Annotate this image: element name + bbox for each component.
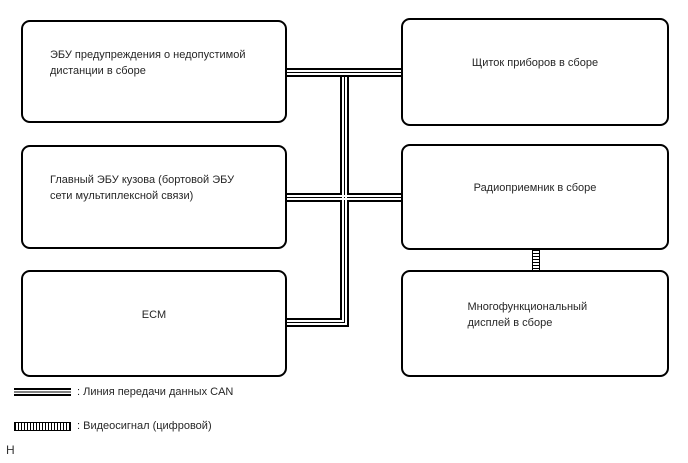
node-instrument-cluster-label: Щиток приборов в сборе — [471, 57, 599, 69]
node-distance-warning-ecu: ЭБУ предупреждения о недопустимой дистан… — [21, 20, 287, 123]
node-ecm: ECM — [21, 270, 287, 377]
node-multifunction-display-label: Многофункциональный дисплей в сборе — [467, 300, 588, 329]
legend-video-label: : Видеосигнал (цифровой) — [77, 420, 212, 432]
legend-item-video: : Видеосигнал (цифровой) — [14, 420, 212, 432]
can-line-symbol — [14, 388, 71, 396]
node-main-body-ecu-label: Главный ЭБУ кузова (бортовой ЭБУ сети му… — [50, 174, 235, 202]
page-marker: Н — [6, 443, 15, 457]
node-distance-warning-ecu-label: ЭБУ предупреждения о недопустимой дистан… — [50, 48, 246, 77]
node-ecm-label: ECM — [141, 308, 167, 321]
legend-item-can: : Линия передачи данных CAN — [14, 386, 233, 398]
video-signal-connector — [532, 250, 540, 270]
node-radio-receiver: Радиоприемник в сборе — [401, 144, 669, 250]
node-instrument-cluster: Щиток приборов в сборе — [401, 18, 669, 126]
node-multifunction-display: Многофункциональный дисплей в сборе — [401, 270, 669, 377]
legend-can-label: : Линия передачи данных CAN — [77, 386, 234, 398]
node-main-body-ecu: Главный ЭБУ кузова (бортовой ЭБУ сети му… — [21, 145, 287, 249]
video-line-symbol — [14, 421, 71, 431]
node-radio-receiver-label: Радиоприемник в сборе — [473, 182, 597, 194]
